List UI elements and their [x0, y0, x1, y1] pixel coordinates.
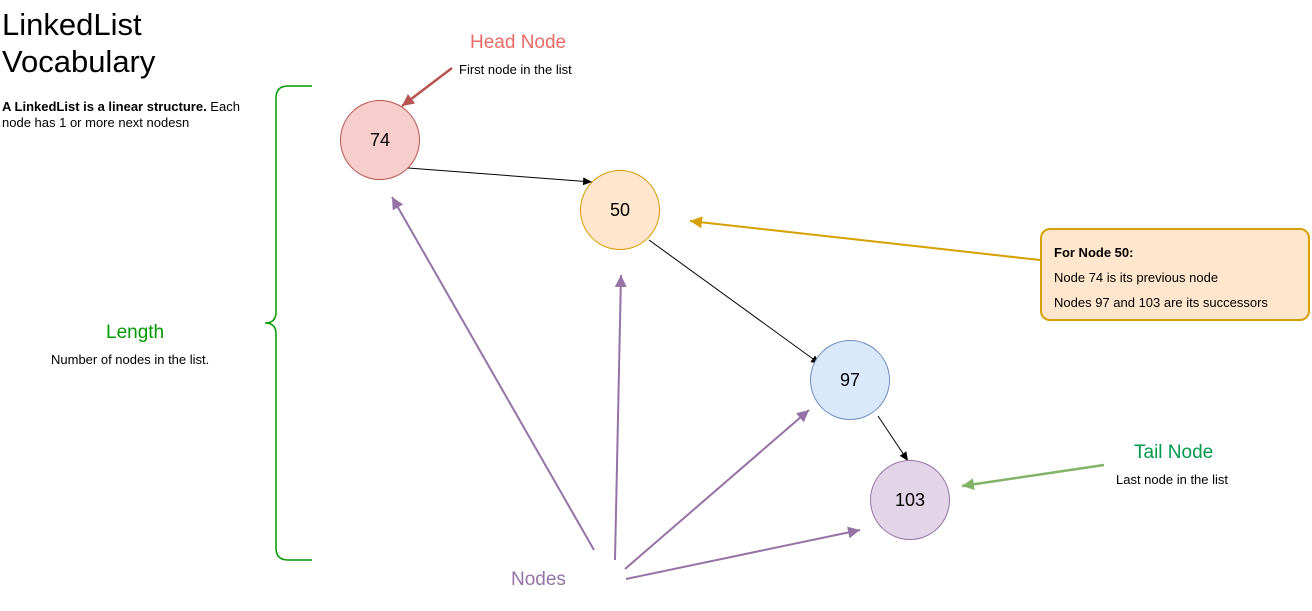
length-desc: Number of nodes in the list. [51, 352, 210, 367]
next-arrow-50-97 [648, 239, 821, 365]
callout-line-1: Node 74 is its previous node [1054, 270, 1219, 285]
node-74: 74 [340, 100, 420, 180]
title-line-2: Vocabulary [2, 44, 156, 79]
description-rest: Each node has 1 or more next nodesn [2, 99, 240, 130]
next-arrow-74-50 [407, 167, 593, 186]
description-bold: A LinkedList is a linear structure. [2, 99, 207, 114]
tail-node-desc: Last node in the list [1116, 472, 1229, 487]
nodes-arrow-74 [391, 196, 595, 551]
node-50-callout: For Node 50: Node 74 is its previous nod… [1040, 228, 1310, 321]
node-103: 103 [870, 460, 950, 540]
length-title: Length [106, 322, 165, 343]
node-50: 50 [580, 170, 660, 250]
head-arrow [401, 67, 453, 107]
title-line-1: LinkedList [2, 7, 142, 42]
head-node-desc: First node in the list [459, 62, 572, 77]
nodes-arrow-97 [624, 409, 810, 570]
head-node-title: Head Node [470, 32, 567, 53]
tail-arrow [961, 463, 1105, 491]
next-arrow-97-103 [877, 415, 909, 462]
nodes-label: Nodes [511, 569, 566, 590]
callout-title: For Node 50: [1054, 245, 1134, 260]
callout-arrow [689, 216, 1041, 261]
page-title: LinkedList Vocabulary [2, 6, 155, 80]
tail-node-title: Tail Node [1134, 442, 1214, 463]
length-brace [264, 85, 312, 561]
nodes-arrow-50 [614, 274, 627, 561]
nodes-arrow-103 [625, 526, 861, 580]
node-97: 97 [810, 340, 890, 420]
callout-line-2: Nodes 97 and 103 are its successors [1054, 295, 1268, 310]
description: A LinkedList is a linear structure. Each… [2, 99, 272, 131]
